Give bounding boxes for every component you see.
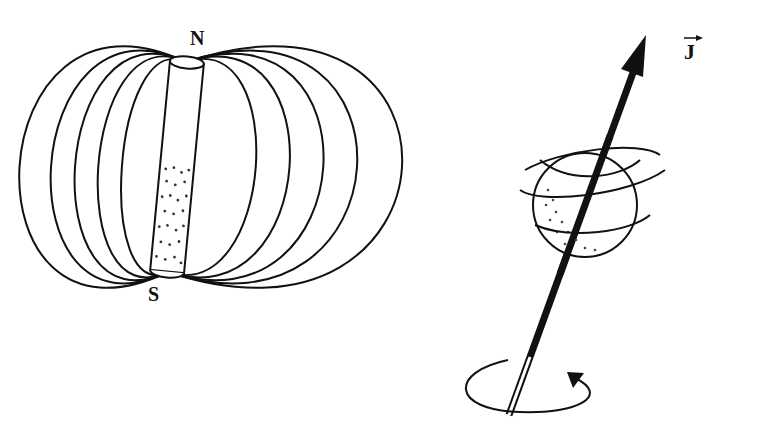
angular-momentum-label: J — [682, 41, 697, 63]
pole-label: S — [146, 284, 161, 304]
field-lines — [19, 46, 402, 288]
bar-magnet — [150, 55, 205, 279]
spinning-sphere — [466, 35, 703, 415]
pole-label: N — [188, 28, 206, 48]
